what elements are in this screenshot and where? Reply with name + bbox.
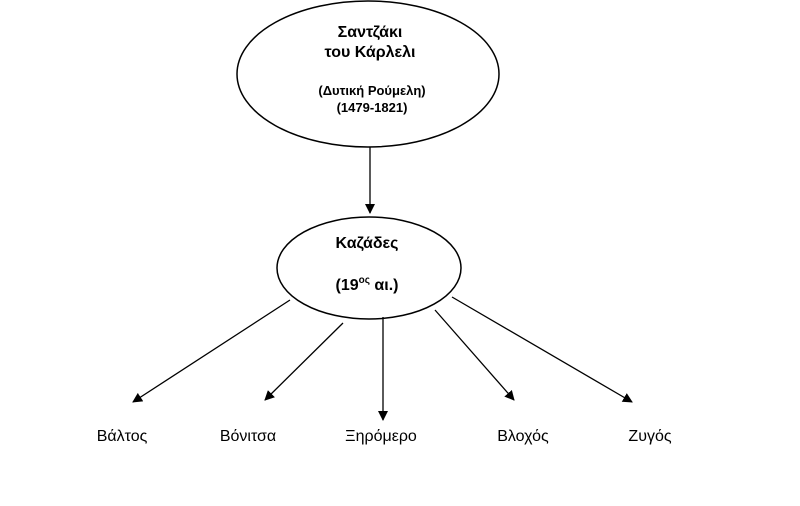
leaf-label-3: Ξηρόμερο <box>345 428 417 445</box>
leaf-label-5: Ζυγός <box>628 428 671 445</box>
middle-century: (19ος αι.) <box>336 275 399 294</box>
root-node-ellipse <box>236 0 500 148</box>
root-years: (1479-1821) <box>337 100 408 115</box>
arrow-to-leaf-2 <box>264 322 344 401</box>
root-title-line1: Σαντζάκι <box>338 24 403 41</box>
arrow-to-leaf-5 <box>451 296 633 403</box>
arrow-to-leaf-1 <box>132 299 291 403</box>
middle-node-ellipse <box>276 216 462 320</box>
root-title-line2: του Κάρλελι <box>325 44 416 61</box>
middle-century-open: (19 <box>336 277 359 294</box>
leaf-label-4: Βλοχός <box>497 428 549 445</box>
leaf-label-2: Βόνιτσα <box>220 428 276 445</box>
middle-title: Καζάδες <box>336 235 399 252</box>
leaf-label-1: Βάλτος <box>97 428 148 445</box>
middle-century-close: αι.) <box>370 277 399 294</box>
arrow-to-leaf-4 <box>434 309 515 401</box>
root-region: (Δυτική Ρούμελη) <box>318 83 425 98</box>
middle-century-sup: ος <box>359 275 370 286</box>
